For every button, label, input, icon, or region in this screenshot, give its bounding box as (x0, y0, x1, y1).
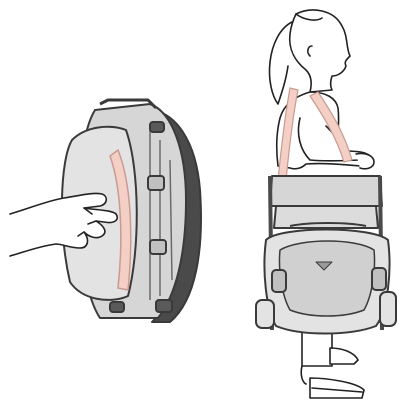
fold-strap-detail-panel (10, 100, 201, 322)
carry-by-shoulder-strap-panel (256, 10, 396, 398)
carried-stroller (256, 176, 396, 334)
